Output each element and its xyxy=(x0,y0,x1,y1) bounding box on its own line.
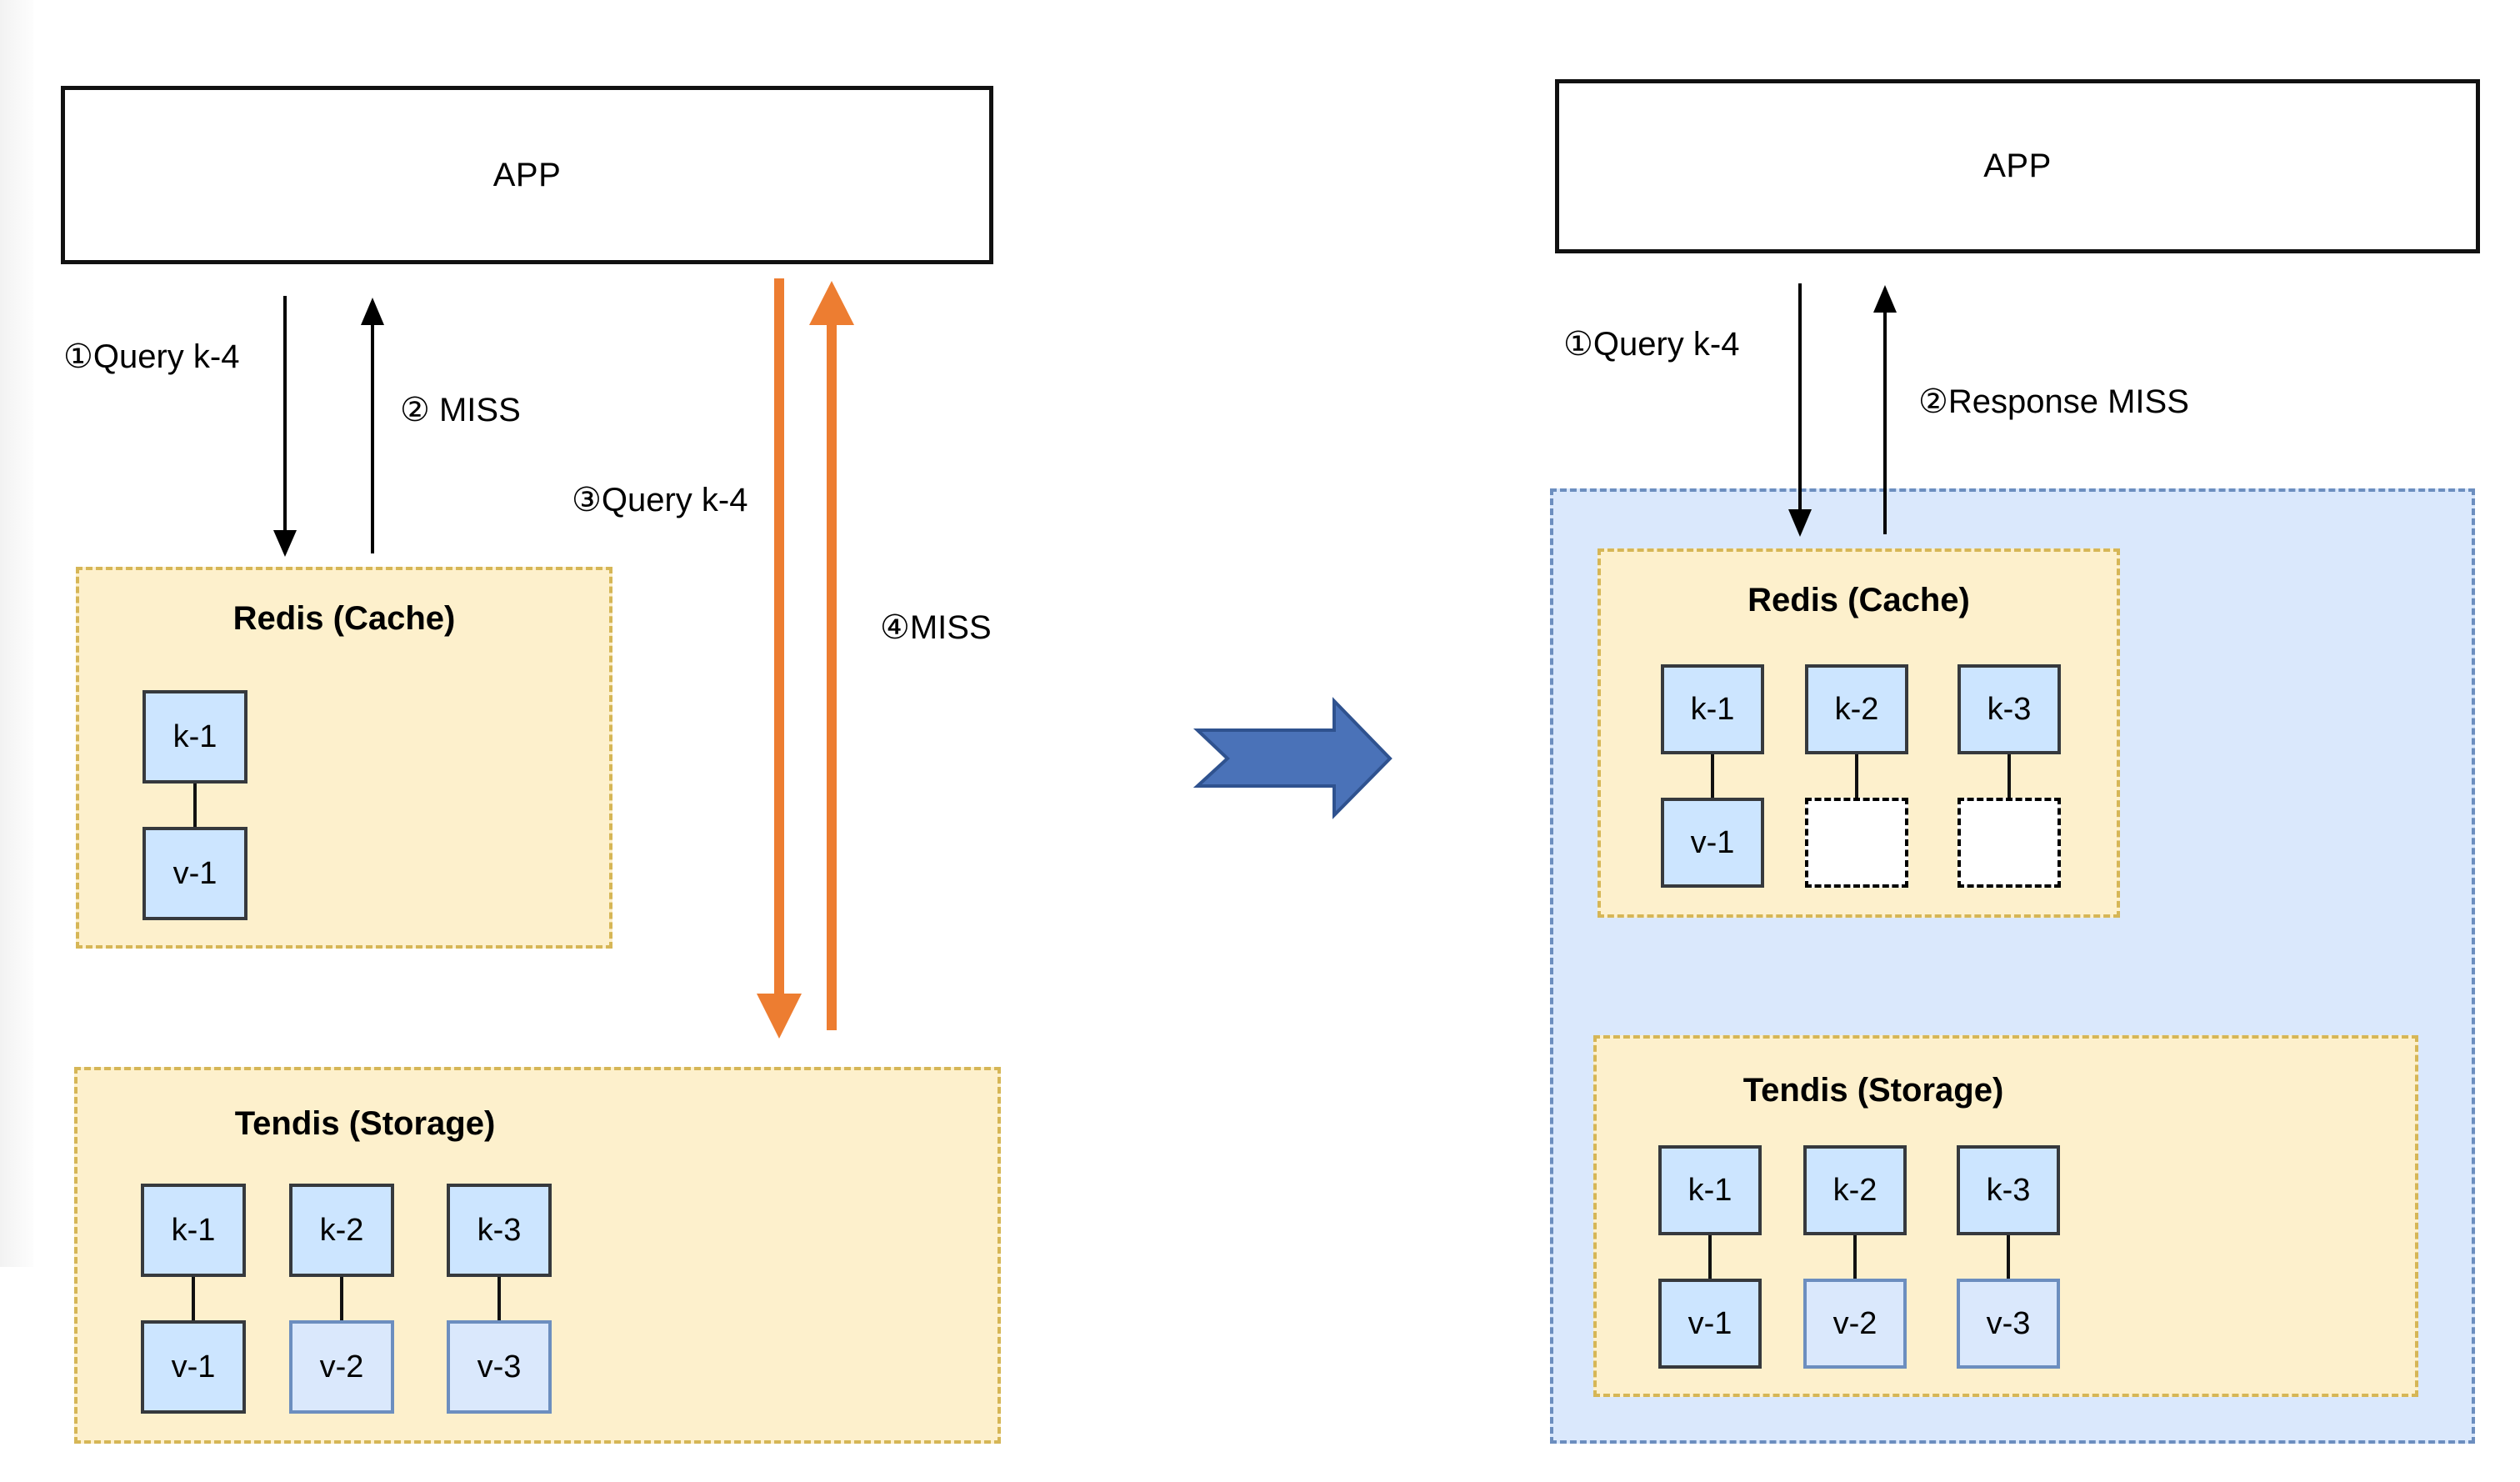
after-cache-key-2: k-2 xyxy=(1805,664,1908,754)
before-step-4-arrow xyxy=(809,281,854,1030)
left-edge-shade xyxy=(0,0,33,1267)
after-cache-key-1: k-1 xyxy=(1661,664,1764,754)
after-cache-link-3 xyxy=(2008,754,2011,798)
before-step-4-label: ④MISS xyxy=(880,609,992,646)
before-storage-key-1: k-1 xyxy=(141,1184,246,1277)
after-app-box: APP xyxy=(1555,79,2480,253)
after-storage-value-2: v-2 xyxy=(1803,1279,1907,1369)
after-storage-link-1 xyxy=(1708,1235,1712,1279)
after-step-2-arrow xyxy=(1873,285,1897,534)
before-storage-group: Tendis (Storage) k-1 k-2 k-3 v-1 v-2 v-3 xyxy=(74,1067,1001,1444)
before-cache-group: Redis (Cache) k-1 v-1 xyxy=(76,567,612,949)
before-step-2-label: ② MISS xyxy=(400,392,521,428)
before-storage-value-3: v-3 xyxy=(447,1320,552,1414)
after-app-label: APP xyxy=(1983,148,2052,184)
after-cache-title: Redis (Cache) xyxy=(1748,582,1970,618)
after-storage-value-3: v-3 xyxy=(1957,1279,2060,1369)
after-cache-group: Redis (Cache) k-1 k-2 k-3 v-1 xyxy=(1598,548,2120,918)
after-storage-value-1: v-1 xyxy=(1658,1279,1762,1369)
before-step-3-arrow xyxy=(757,278,802,1039)
before-cache-value-1: v-1 xyxy=(142,827,248,920)
before-app-box: APP xyxy=(61,86,993,264)
before-step-3-label: ③Query k-4 xyxy=(572,482,748,518)
after-step-2-label: ②Response MISS xyxy=(1918,383,2189,420)
before-storage-key-2: k-2 xyxy=(289,1184,394,1277)
after-cache-value-1: v-1 xyxy=(1661,798,1764,888)
before-step-1-arrow xyxy=(273,296,297,557)
before-storage-link-3 xyxy=(498,1277,501,1320)
after-cache-key-3: k-3 xyxy=(1958,664,2061,754)
before-cache-key-1: k-1 xyxy=(142,690,248,784)
after-cache-link-1 xyxy=(1711,754,1714,798)
after-storage-link-2 xyxy=(1853,1235,1857,1279)
after-cache-value-2-empty xyxy=(1805,798,1908,888)
before-storage-link-2 xyxy=(340,1277,343,1320)
before-app-label: APP xyxy=(492,156,562,193)
after-storage-group: Tendis (Storage) k-1 k-2 k-3 v-1 v-2 v-3 xyxy=(1593,1035,2418,1397)
before-storage-link-1 xyxy=(192,1277,195,1320)
before-step-1-label: ①Query k-4 xyxy=(63,338,240,375)
after-step-1-label: ①Query k-4 xyxy=(1563,326,1740,363)
before-cache-title: Redis (Cache) xyxy=(232,600,456,637)
after-storage-key-3: k-3 xyxy=(1957,1145,2060,1235)
before-storage-value-1: v-1 xyxy=(141,1320,246,1414)
before-storage-key-3: k-3 xyxy=(447,1184,552,1277)
after-storage-title: Tendis (Storage) xyxy=(1742,1072,2004,1109)
after-storage-link-3 xyxy=(2007,1235,2010,1279)
before-cache-link-1 xyxy=(193,784,197,827)
before-step-2-arrow xyxy=(361,298,384,553)
before-storage-value-2: v-2 xyxy=(289,1320,394,1414)
right-arrow-icon xyxy=(1192,697,1392,819)
after-step-1-arrow xyxy=(1788,283,1812,537)
before-storage-title: Tendis (Storage) xyxy=(234,1105,496,1142)
after-cache-link-2 xyxy=(1855,754,1858,798)
after-storage-key-2: k-2 xyxy=(1803,1145,1907,1235)
after-cache-value-3-empty xyxy=(1958,798,2061,888)
after-storage-key-1: k-1 xyxy=(1658,1145,1762,1235)
